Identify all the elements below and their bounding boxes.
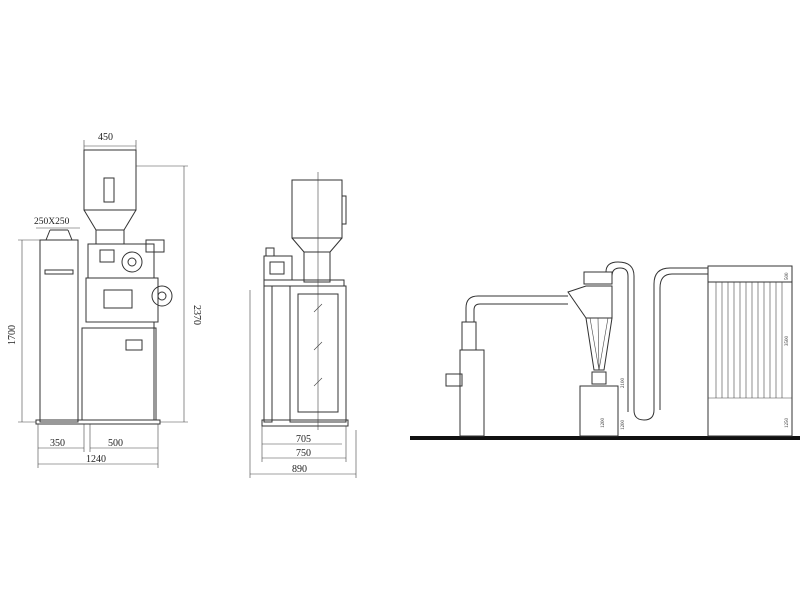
sys-label-6: 1250 — [785, 418, 790, 429]
dim-bottom-b: 500 — [108, 438, 123, 449]
dim-side-c: 890 — [292, 464, 307, 475]
filter-bags — [715, 282, 783, 398]
sys-label-1: 2100 — [621, 378, 626, 389]
dim-inlet: 250X250 — [34, 217, 70, 227]
side-view: 705 750 890 — [249, 172, 357, 478]
floor-line — [410, 436, 800, 440]
dim-total-width: 1240 — [86, 454, 106, 465]
dim-top-width: 450 — [98, 132, 113, 143]
dim-height-right: 2370 — [191, 305, 202, 325]
system-view: 2100 1200 3500 500 1200 1250 — [410, 261, 800, 440]
sys-label-4: 500 — [785, 272, 790, 280]
dim-side-b: 750 — [296, 448, 311, 459]
dim-bottom-a: 350 — [50, 438, 65, 449]
sys-label-5: 1200 — [621, 420, 626, 431]
dim-side-a: 705 — [296, 434, 311, 445]
sys-label-2: 1200 — [601, 418, 606, 429]
sys-label-3: 3500 — [785, 336, 790, 347]
dim-height-left: 1700 — [7, 325, 18, 345]
front-view: 450 250X250 1700 2370 350 500 1240 — [7, 132, 202, 468]
